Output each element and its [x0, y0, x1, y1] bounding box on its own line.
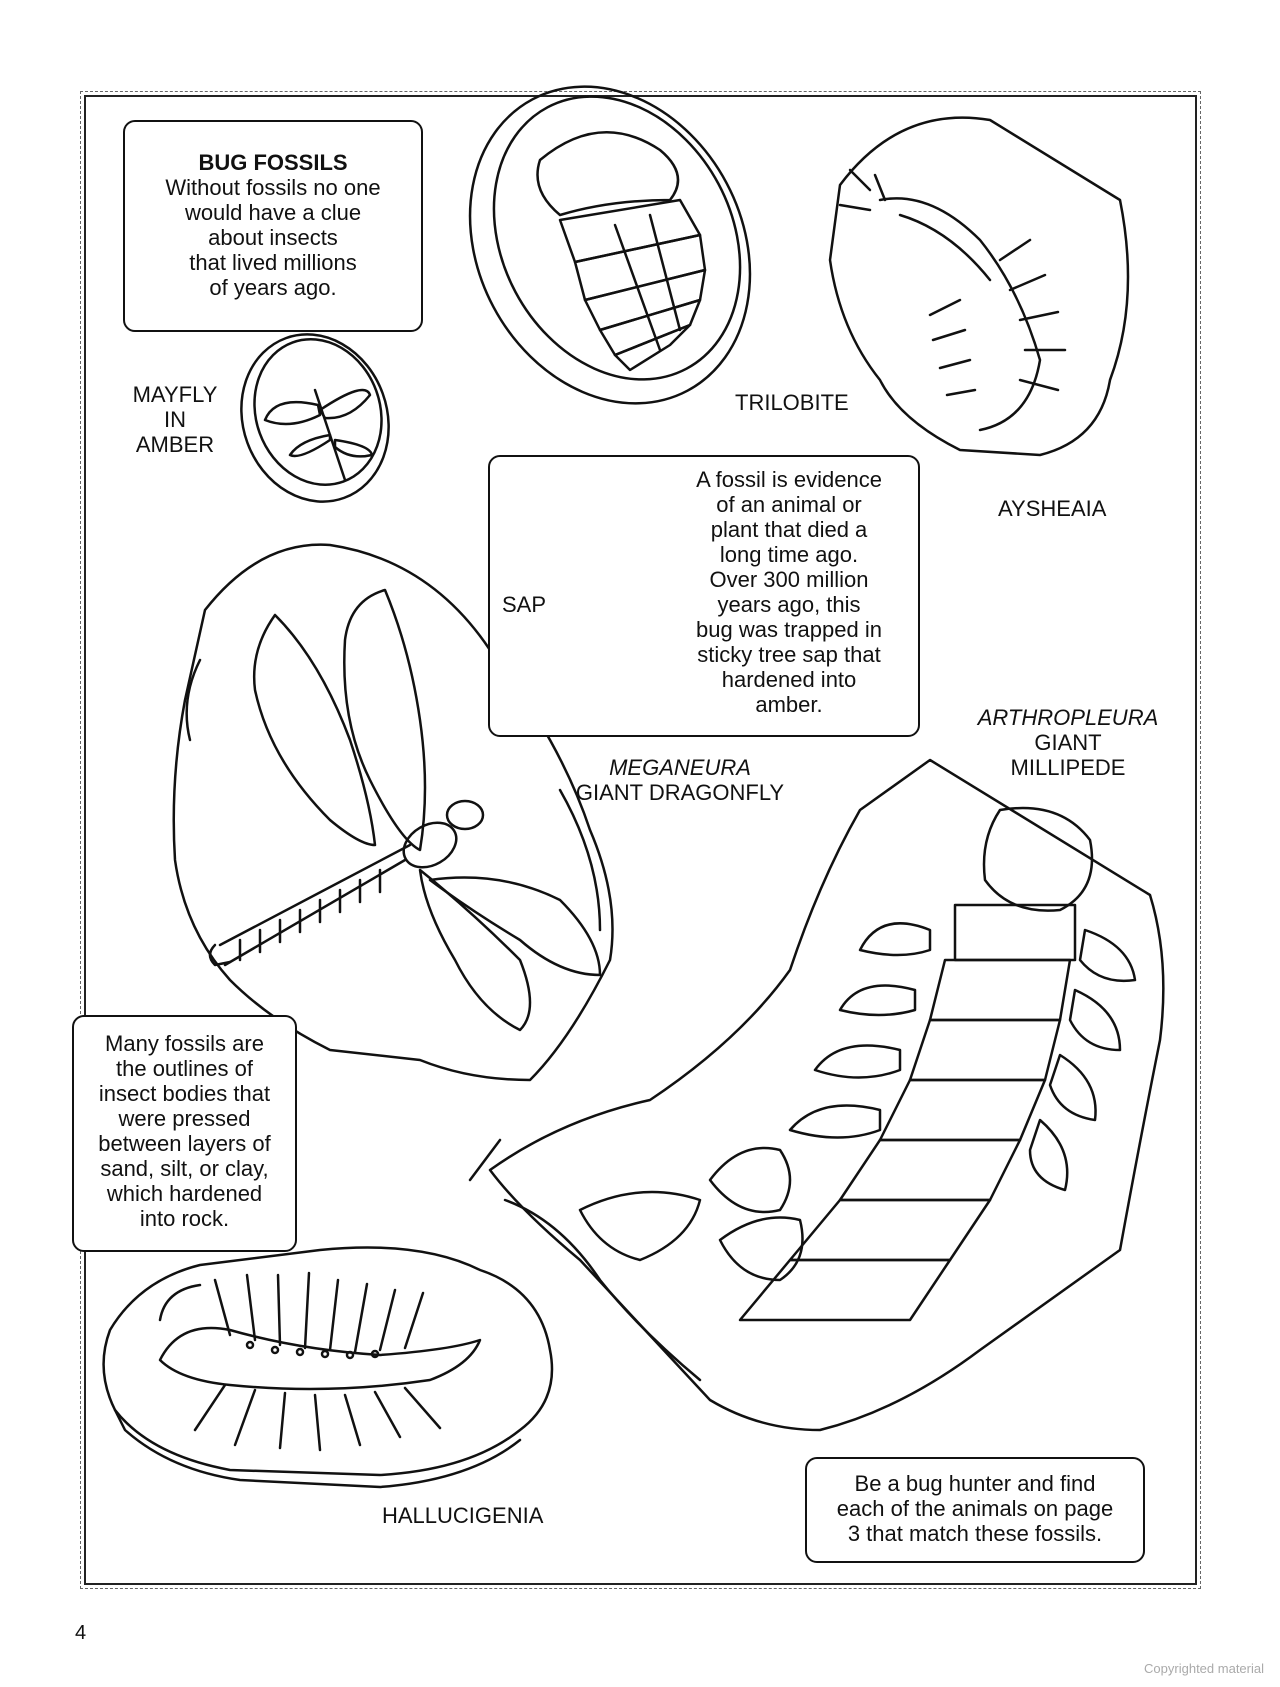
- page-border: [84, 95, 1197, 1585]
- meganeura-illustration: [172, 543, 614, 1082]
- bug-hunter-box: Be a bug hunter and find each of the ani…: [805, 1457, 1145, 1563]
- arthropleura-illustration: [468, 758, 1165, 1432]
- fossil-line: amber.: [755, 692, 823, 717]
- intro-box: BUG FOSSILS Without fossils no one would…: [123, 120, 423, 332]
- mayfly-amber-illustration: [240, 333, 390, 503]
- outlines-line: Many fossils are: [105, 1031, 264, 1056]
- fossil-line: plant that died a: [710, 517, 868, 542]
- arthropleura-common: MILLIPEDE: [1010, 755, 1126, 780]
- arthropleura-label: ARTHROPLEURA GIANT MILLIPEDE: [958, 705, 1178, 780]
- outlines-line: between layers of: [98, 1131, 271, 1156]
- fossil-line: of an animal or: [716, 492, 862, 517]
- aysheaia-illustration: [828, 116, 1130, 457]
- meganeura-label: MEGANEURA GIANT DRAGONFLY: [555, 755, 805, 805]
- fossil-line: hardened into: [721, 667, 857, 692]
- hunter-line: 3 that match these fossils.: [847, 1521, 1103, 1546]
- mayfly-label-line: MAYFLY: [132, 382, 218, 407]
- fossil-line: Over 300 million: [709, 567, 869, 592]
- intro-title: BUG FOSSILS: [198, 150, 348, 175]
- aysheaia-label: AYSHEAIA: [998, 496, 1107, 521]
- hallucigenia-illustration: [102, 1246, 554, 1489]
- page-number: 4: [75, 1622, 87, 1644]
- intro-line: Without fossils no one: [165, 175, 381, 200]
- hunter-line: Be a bug hunter and find: [854, 1471, 1096, 1496]
- fossil-line: long time ago.: [719, 542, 859, 567]
- page-border-outer: [80, 91, 1201, 1589]
- intro-line: about insects: [208, 225, 338, 250]
- fossil-line: bug was trapped in: [696, 617, 882, 642]
- outlines-line: the outlines of: [116, 1056, 253, 1081]
- fossil-line: A fossil is evidence: [696, 467, 882, 492]
- outlines-line: sand, silt, or clay,: [100, 1156, 269, 1181]
- trilobite-illustration: [468, 85, 752, 405]
- mayfly-label-line: AMBER: [135, 432, 215, 457]
- fossil-line: years ago, this: [717, 592, 861, 617]
- outlines-line: into rock.: [139, 1206, 230, 1231]
- outlines-line: insect bodies that: [98, 1081, 271, 1106]
- outlines-line: which hardened: [106, 1181, 263, 1206]
- fossil-definition-box: A fossil is evidence of an animal or pla…: [488, 455, 920, 737]
- intro-line: that lived millions: [189, 250, 357, 275]
- fossil-line: sticky tree sap that: [697, 642, 881, 667]
- hallucigenia-label: HALLUCIGENIA: [382, 1503, 544, 1528]
- meganeura-name: MEGANEURA: [609, 755, 751, 780]
- copyright-notice: Copyrighted material: [1144, 1661, 1264, 1676]
- arthropleura-name: ARTHROPLEURA: [977, 705, 1159, 730]
- hunter-line: each of the animals on page: [836, 1496, 1114, 1521]
- mayfly-label-line: IN: [164, 407, 186, 432]
- trilobite-label: TRILOBITE: [735, 390, 849, 415]
- sap-label: SAP: [502, 592, 547, 617]
- intro-line: of years ago.: [209, 275, 337, 300]
- intro-line: would have a clue: [184, 200, 362, 225]
- meganeura-common: GIANT DRAGONFLY: [575, 780, 785, 805]
- outlines-box: Many fossils are the outlines of insect …: [72, 1015, 297, 1252]
- outlines-line: were pressed: [118, 1106, 251, 1131]
- arthropleura-common: GIANT: [1034, 730, 1102, 755]
- mayfly-label: MAYFLY IN AMBER: [120, 382, 230, 457]
